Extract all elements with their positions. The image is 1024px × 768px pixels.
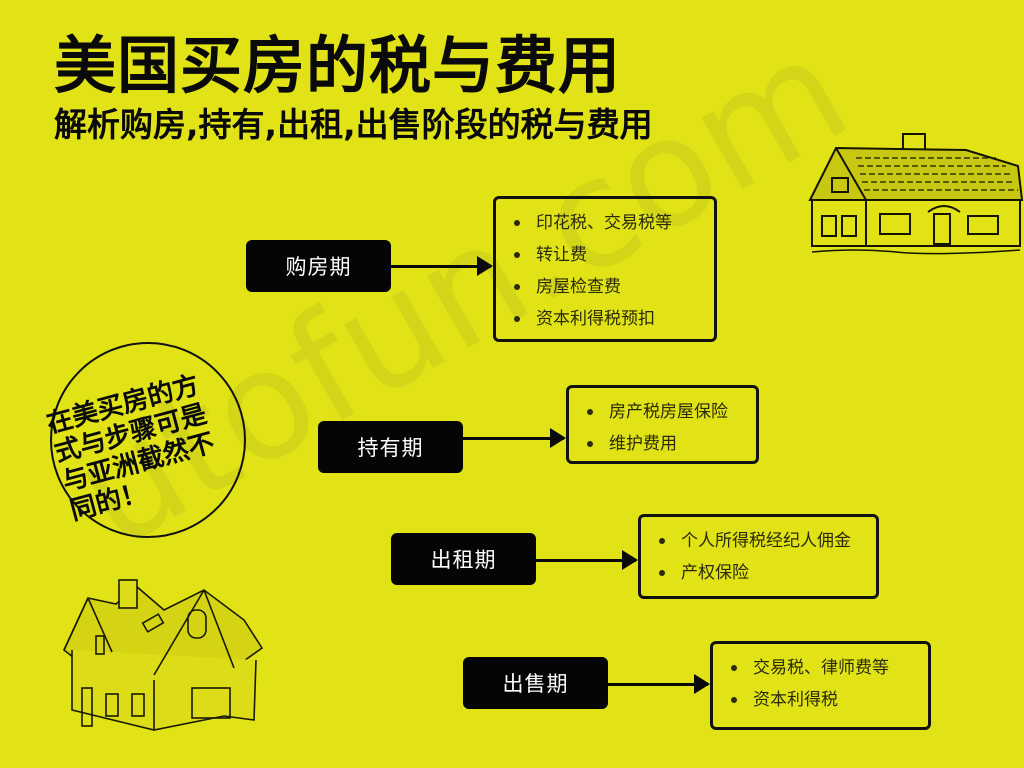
item-text: 交易税、律师费等 [753,658,889,678]
arrow-icon [608,674,710,694]
stage-sale: 出售期 [463,657,608,709]
arrow-icon [391,256,493,276]
stage-label: 持有期 [357,436,424,460]
item-text: 资本利得税预扣 [536,309,655,329]
bullet-icon [514,252,520,258]
list-item: 转让费 [510,239,704,271]
house-sketch-icon [808,133,1024,255]
list-item: 交易税、律师费等 [727,652,918,684]
house-3d-outline-icon [63,579,264,731]
item-text: 维护费用 [609,434,677,454]
bullet-icon [514,220,520,226]
item-text: 房屋检查费 [536,277,621,297]
bullet-icon [731,697,737,703]
bullet-icon [659,570,665,576]
bullet-icon [587,409,593,415]
stage-rental: 出租期 [391,533,536,585]
list-item: 维护费用 [583,428,746,460]
callout-circle [50,342,246,538]
item-text: 产权保险 [681,563,749,583]
list-item: 印花税、交易税等 [510,207,704,239]
page-subtitle: 解析购房,持有,出租,出售阶段的税与费用 [54,105,653,144]
stage-label: 出售期 [502,672,569,696]
item-text: 印花税、交易税等 [536,213,672,233]
bullet-icon [514,284,520,290]
bullet-icon [587,441,593,447]
item-text: 个人所得税经纪人佣金 [681,531,851,551]
bullet-icon [731,665,737,671]
arrow-icon [463,428,566,448]
arrow-icon [536,550,638,570]
bullet-icon [659,538,665,544]
item-text: 房产税房屋保险 [609,402,728,422]
list-item: 个人所得税经纪人佣金 [655,525,866,557]
details-holding: 房产税房屋保险 维护费用 [566,385,759,464]
item-text: 转让费 [536,245,587,265]
stage-purchase: 购房期 [246,240,391,292]
page-title: 美国买房的税与费用 [54,29,622,102]
stage-holding: 持有期 [318,421,463,473]
list-item: 房屋检查费 [510,271,704,303]
bullet-icon [514,316,520,322]
list-item: 房产税房屋保险 [583,396,746,428]
list-item: 资本利得税 [727,684,918,716]
list-item: 产权保险 [655,557,866,589]
list-item: 资本利得税预扣 [510,303,704,335]
details-sale: 交易税、律师费等 资本利得税 [710,641,931,730]
stage-label: 购房期 [285,255,352,279]
details-purchase: 印花税、交易税等 转让费 房屋检查费 资本利得税预扣 [493,196,717,342]
details-rental: 个人所得税经纪人佣金 产权保险 [638,514,879,599]
stage-label: 出租期 [430,548,497,572]
item-text: 资本利得税 [753,690,838,710]
